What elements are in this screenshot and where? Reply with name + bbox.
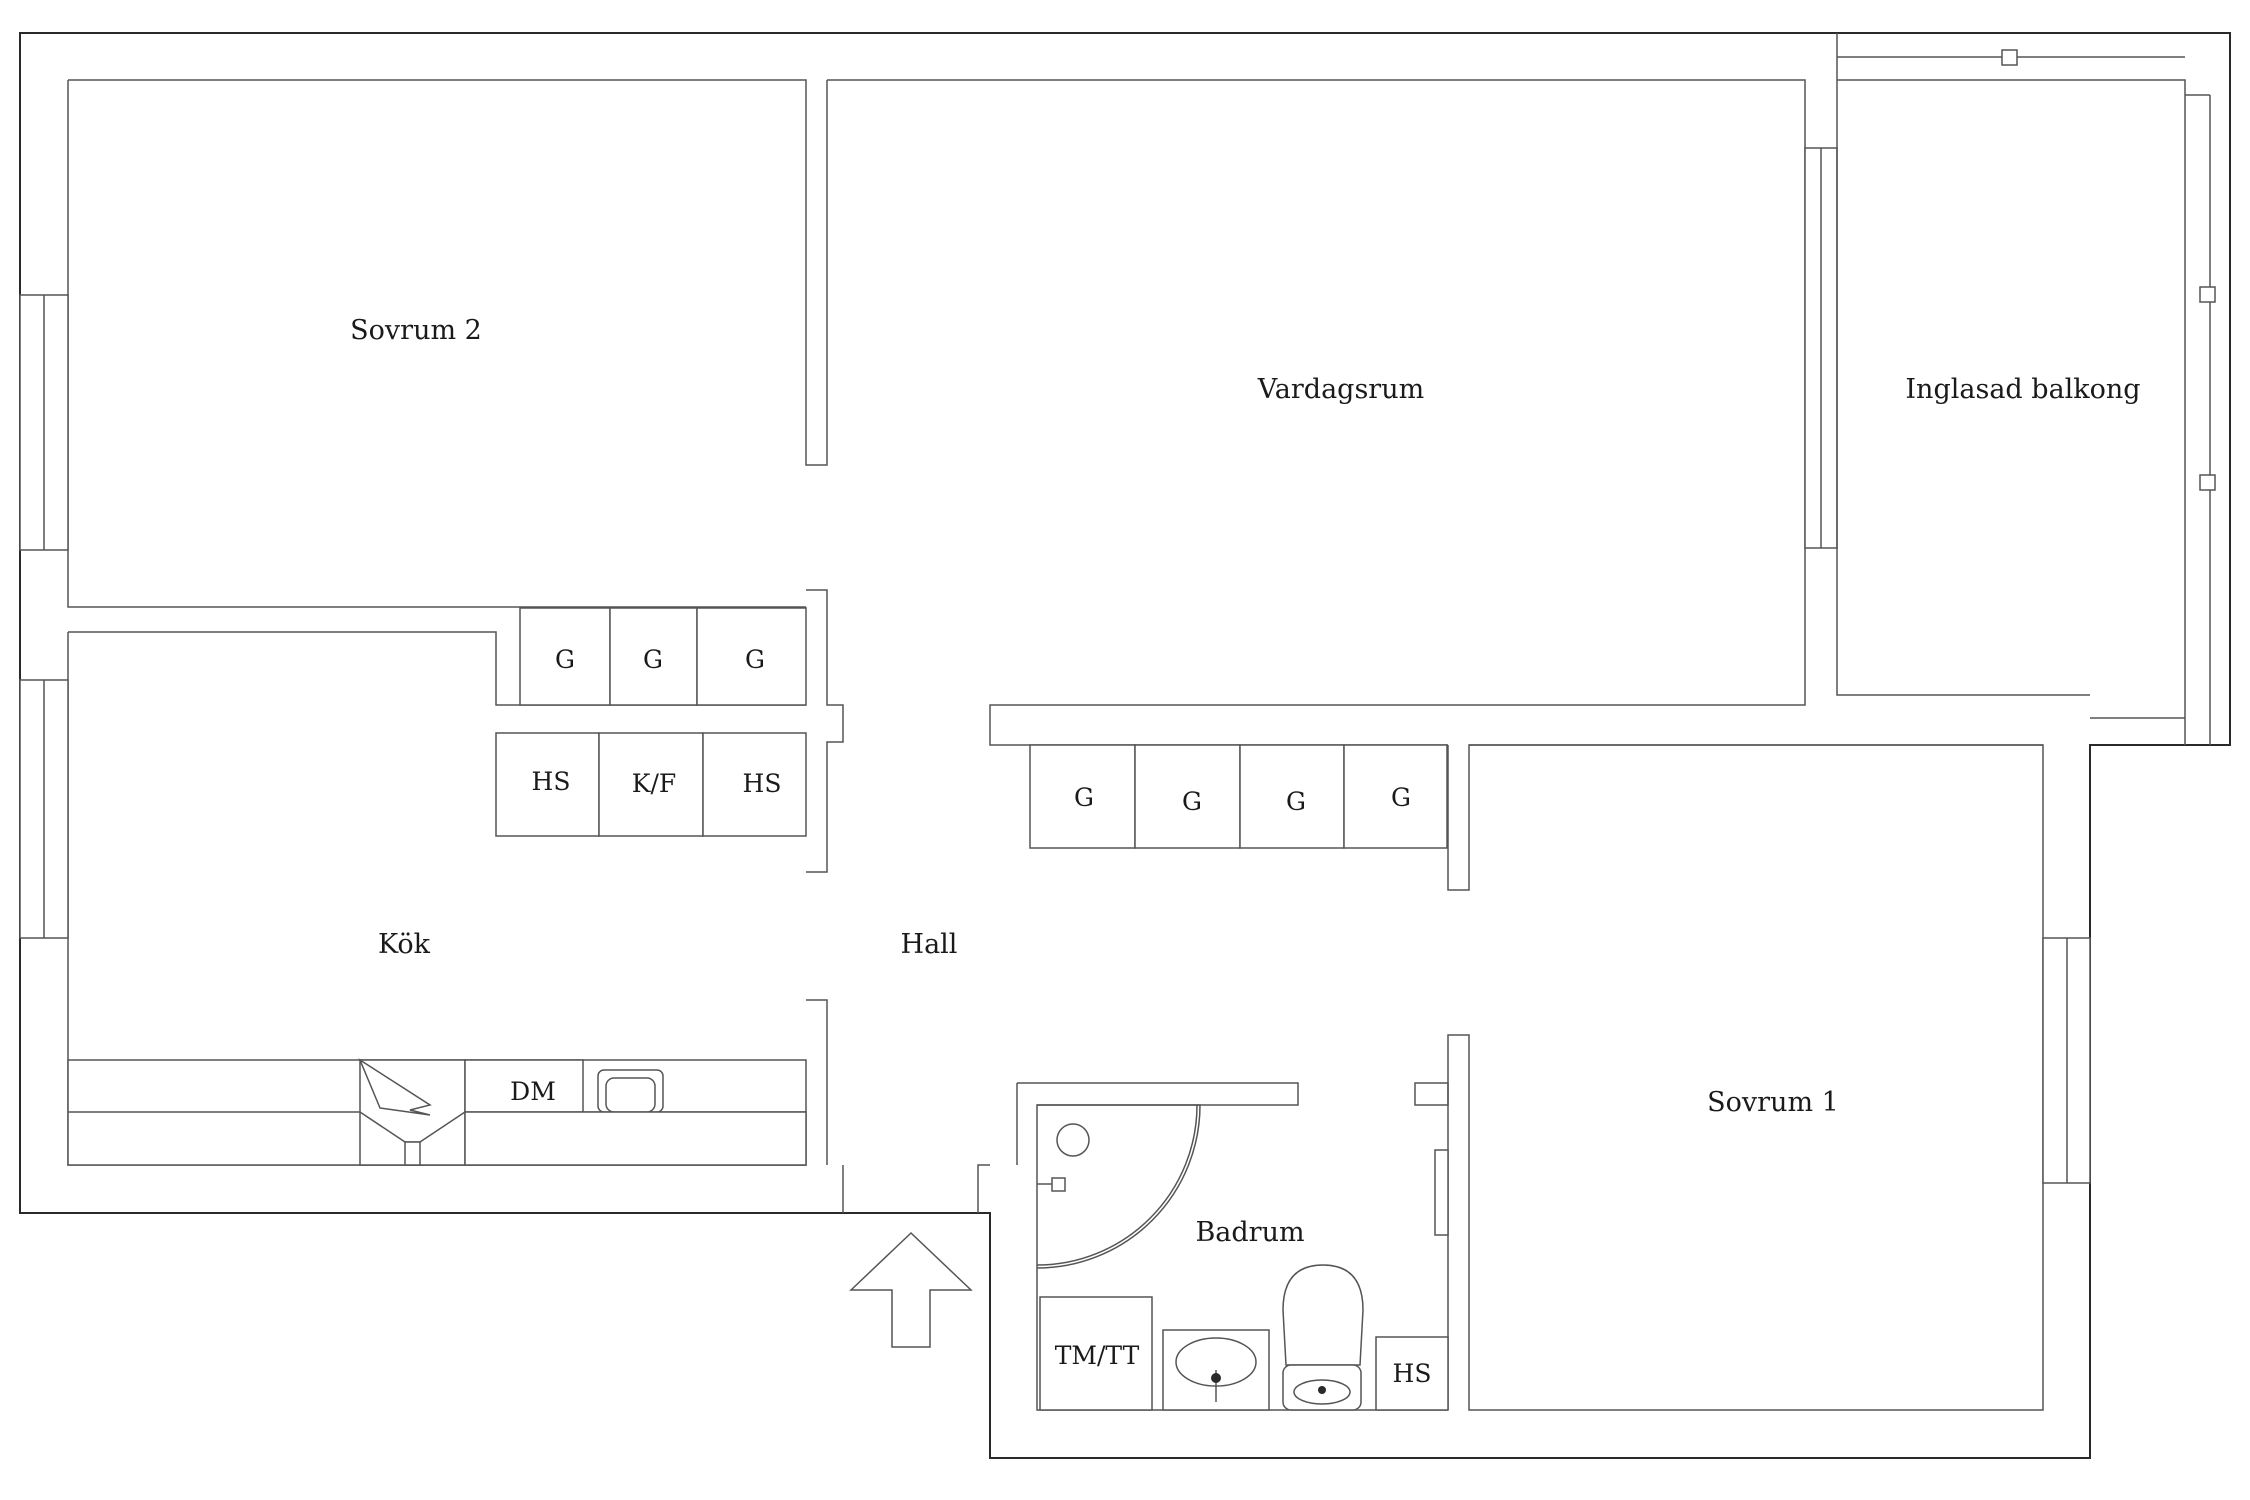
- room-label-inglasad-balkong: Inglasad balkong: [1905, 374, 2140, 405]
- wardrobe-label: G: [1391, 783, 1411, 812]
- room-label-badrum: Badrum: [1195, 1217, 1304, 1248]
- sink-icon: [1162, 1329, 1270, 1411]
- cabinet-hs-label: HS: [743, 769, 782, 798]
- room-badrum: TM/TT HS: [1016, 1082, 1449, 1411]
- cabinet-hs-label: HS: [1393, 1359, 1432, 1388]
- wardrobe-label: G: [745, 645, 765, 674]
- room-label-vardagsrum: Vardagsrum: [1257, 374, 1424, 405]
- room-label-kok: Kök: [378, 929, 431, 960]
- wardrobe-label: G: [555, 645, 575, 674]
- wardrobe-label: G: [1286, 787, 1306, 816]
- room-hall: G G G G: [842, 744, 2043, 1213]
- wardrobe-label: G: [1074, 783, 1094, 812]
- room-sovrum-2: [19, 79, 828, 608]
- cabinet-hs-label: HS: [532, 767, 571, 796]
- fridge-freezer-label: K/F: [632, 769, 676, 798]
- room-label-sovrum-1: Sovrum 1: [1707, 1087, 1839, 1118]
- room-label-sovrum-2: Sovrum 2: [350, 315, 482, 346]
- room-inglasad-balkong: [1836, 33, 2216, 745]
- wardrobe-label: G: [1182, 787, 1202, 816]
- room-vardagsrum: [827, 79, 1838, 746]
- room-sovrum-1: [1434, 744, 2091, 1411]
- wardrobe-label: G: [643, 645, 663, 674]
- entrance-arrow-icon: [849, 1231, 973, 1348]
- room-label-hall: Hall: [901, 929, 958, 960]
- shower-icon: [1036, 1104, 1201, 1269]
- toilet-icon: [1282, 1264, 1364, 1411]
- dishwasher-label: DM: [510, 1077, 556, 1106]
- washer-dryer-label: TM/TT: [1055, 1341, 1140, 1370]
- kitchen-cabinets-upper: HS K/F HS: [495, 732, 807, 837]
- kitchen-counter: DM: [67, 1058, 807, 1166]
- wardrobe-row-top: G G G: [519, 607, 807, 706]
